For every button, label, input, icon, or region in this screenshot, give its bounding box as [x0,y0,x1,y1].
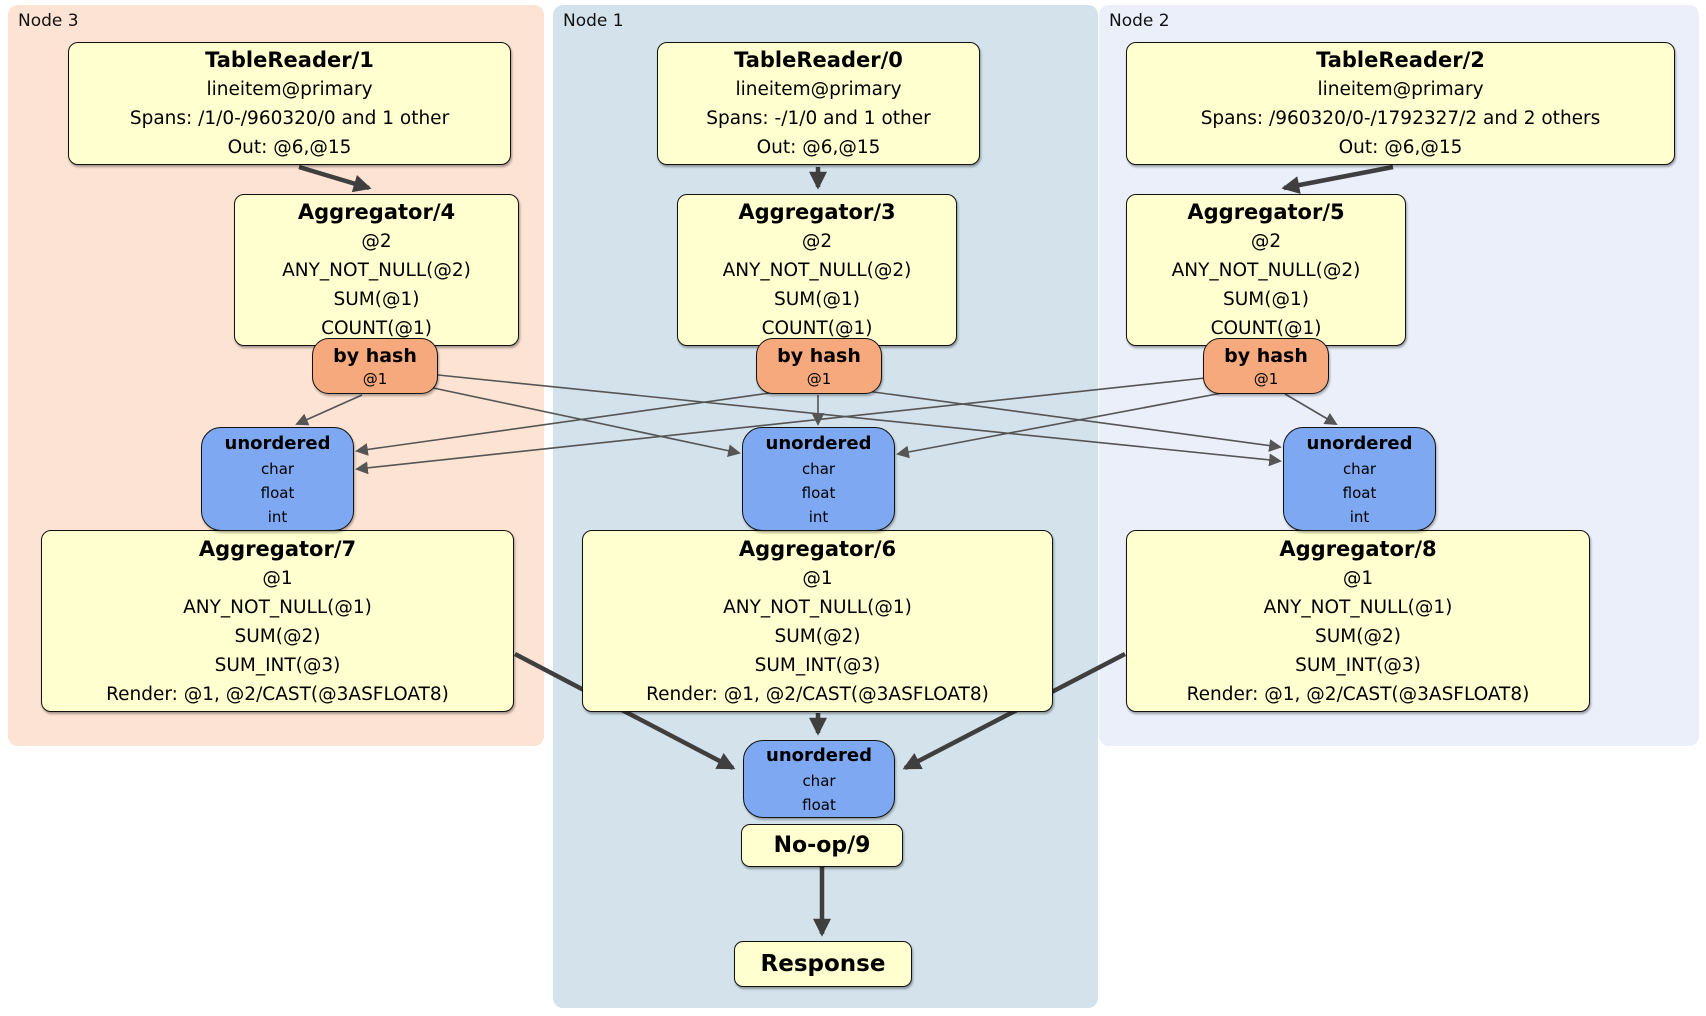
sync-column: int [267,507,288,526]
edge-hash2-sync1 [896,392,1223,459]
node-aggregator-5: Aggregator/5 @2 ANY_NOT_NULL(@2) SUM(@1)… [1126,194,1406,346]
processor-detail: @2 [1250,231,1282,252]
sync-column: float [1342,483,1377,502]
router-title: by hash [777,345,861,367]
sync-title: unordered [1306,432,1413,454]
sync-unordered-final: unordered char float [743,740,895,818]
region-label-node3: Node 3 [18,11,79,31]
processor-title: Aggregator/4 [297,200,456,224]
processor-title: No-op/9 [773,833,871,858]
sync-unordered-node2: unordered char float int [1283,427,1436,531]
processor-detail: SUM(@1) [333,289,420,310]
processor-detail: ANY_NOT_NULL(@1) [183,596,372,618]
processor-title: TableReader/1 [205,48,374,72]
processor-detail: Render: @1, @2/CAST(@3ASFLOAT8) [1186,683,1530,705]
router-key: @1 [362,370,388,388]
edge-hash3-sync3 [295,394,363,426]
edge-hash1-sync3 [355,392,771,456]
sync-column: char [801,459,836,478]
processor-detail: ANY_NOT_NULL(@1) [723,596,912,618]
processor-detail: lineitem@primary [735,79,902,100]
sync-column: float [801,483,836,502]
processor-detail: Spans: /960320/0-/1792327/2 and 2 others [1200,108,1601,129]
processor-detail: Render: @1, @2/CAST(@3ASFLOAT8) [106,683,449,705]
region-label-node2: Node 2 [1109,11,1170,31]
router-key: @1 [1253,370,1279,388]
processor-detail: ANY_NOT_NULL(@2) [722,260,912,281]
edge-tr2-agg5 [1281,164,1394,194]
processor-title: Aggregator/5 [1187,200,1345,224]
edge-tr1-agg4 [298,164,372,193]
processor-title: Aggregator/7 [198,536,357,561]
processor-detail: SUM(@2) [234,625,321,647]
processor-detail: Render: @1, @2/CAST(@3ASFLOAT8) [646,683,989,705]
node-aggregator-3: Aggregator/3 @2 ANY_NOT_NULL(@2) SUM(@1)… [677,194,957,346]
processor-detail: ANY_NOT_NULL(@2) [282,260,471,281]
node-response: Response [734,941,912,987]
router-by-hash-node1: by hash @1 [756,338,882,394]
sync-title: unordered [765,432,872,454]
node-tablereader-2: TableReader/2 lineitem@primary Spans: /9… [1126,42,1675,165]
edge-hash3-sync2 [437,374,1282,467]
sync-column: int [1349,507,1370,526]
region-label-node1: Node 1 [563,11,624,31]
sync-column: char [1342,459,1377,478]
edge-hash1-sync2 [865,390,1282,452]
node-aggregator-4: Aggregator/4 @2 ANY_NOT_NULL(@2) SUM(@1)… [234,194,519,346]
processor-detail: SUM(@2) [1315,625,1401,647]
processor-title: Aggregator/3 [738,200,896,224]
sync-column: float [260,483,295,502]
node-aggregator-8: Aggregator/8 @1 ANY_NOT_NULL(@1) SUM(@2)… [1126,530,1590,712]
processor-detail: COUNT(@1) [761,318,873,339]
sync-column: char [802,771,836,790]
processor-title: TableReader/2 [1316,48,1485,72]
processor-detail: SUM(@1) [1223,289,1309,310]
sync-unordered-node1: unordered char float int [742,427,895,531]
sync-unordered-node3: unordered char float int [201,427,354,531]
node-tablereader-1: TableReader/1 lineitem@primary Spans: /1… [68,42,511,165]
edge-hash2-sync2 [1284,393,1338,425]
sync-title: unordered [224,432,331,454]
processor-detail: ANY_NOT_NULL(@2) [1171,260,1361,281]
edge-hash2-sync3 [355,377,1206,475]
processor-detail: SUM_INT(@3) [214,654,341,676]
processor-detail: SUM_INT(@3) [1295,654,1421,676]
processor-detail: SUM(@1) [774,289,860,310]
processor-detail: SUM_INT(@3) [754,654,881,676]
node-aggregator-6: Aggregator/6 @1 ANY_NOT_NULL(@1) SUM(@2)… [582,530,1053,712]
processor-detail: @2 [361,231,392,252]
router-by-hash-node3: by hash @1 [312,338,438,394]
processor-detail: COUNT(@1) [321,318,432,339]
node-noop-9: No-op/9 [741,824,903,867]
processor-detail: @1 [802,567,833,589]
sync-title: unordered [766,744,872,766]
router-title: by hash [1224,345,1308,367]
processor-title: TableReader/0 [734,48,903,72]
router-by-hash-node2: by hash @1 [1203,338,1329,394]
router-title: by hash [333,345,417,367]
processor-detail: @1 [262,567,293,589]
sync-column: int [808,507,829,526]
processor-title: Aggregator/8 [1279,536,1437,561]
processor-detail: lineitem@primary [206,79,373,100]
sync-column: char [260,459,295,478]
processor-detail: Out: @6,@15 [756,137,881,158]
processor-detail: Out: @6,@15 [227,137,352,158]
processor-detail: @1 [1342,567,1374,589]
processor-detail: ANY_NOT_NULL(@1) [1263,596,1453,618]
node-tablereader-0: TableReader/0 lineitem@primary Spans: -/… [657,42,980,165]
processor-detail: Out: @6,@15 [1338,137,1463,158]
processor-detail: SUM(@2) [774,625,861,647]
router-key: @1 [806,370,832,388]
processor-detail: Spans: -/1/0 and 1 other [706,108,931,129]
processor-detail: lineitem@primary [1317,79,1484,100]
processor-title: Response [760,951,886,977]
processor-detail: COUNT(@1) [1210,318,1322,339]
processor-title: Aggregator/6 [738,536,897,561]
processor-detail: Spans: /1/0-/960320/0 and 1 other [129,108,450,129]
sync-column: float [802,795,836,814]
processor-detail: @2 [801,231,833,252]
node-aggregator-7: Aggregator/7 @1 ANY_NOT_NULL(@1) SUM(@2)… [41,530,514,712]
